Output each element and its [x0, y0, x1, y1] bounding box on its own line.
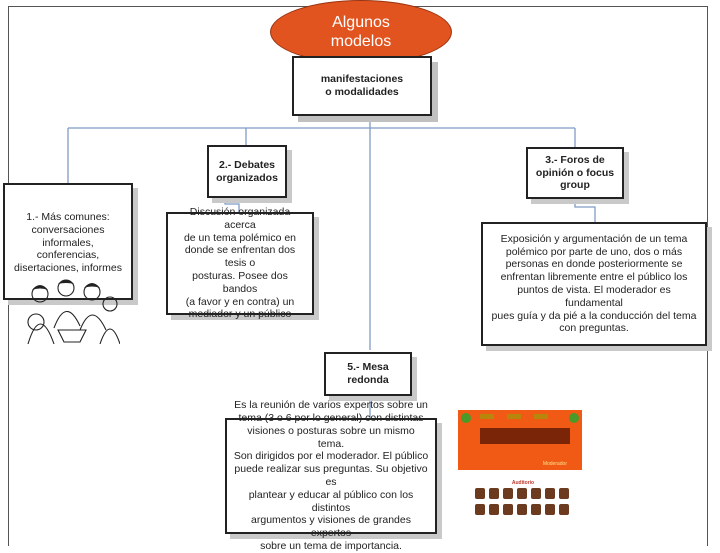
- connector-lines: [67, 118, 596, 418]
- round-table-illustration: Moderador Auditorio: [458, 410, 582, 515]
- debates-desc-node: Discusión organizada acerca de un tema p…: [166, 206, 314, 320]
- foros-title-label: 3.- Foros de opinión o focus group: [535, 153, 615, 192]
- person-head-4: [102, 296, 118, 312]
- moderador-label: Moderador: [543, 461, 568, 467]
- person-hair-1: [32, 285, 48, 290]
- person-body-2: [53, 310, 81, 329]
- mesa-desc-node: Es la reunión de varios expertos sobre u…: [225, 399, 437, 552]
- person-body-1: [27, 323, 55, 345]
- person-body-4: [99, 328, 120, 345]
- auditorio-label: Auditorio: [512, 480, 534, 486]
- foros-desc-label: Exposición y argumentación de un tema po…: [491, 232, 697, 335]
- panel-table: [480, 428, 570, 444]
- decoration-left-icon: [461, 413, 471, 423]
- root-node: manifestaciones o modalidades: [292, 56, 432, 116]
- debates-desc-label: Discusión organizada acerca de un tema p…: [183, 205, 297, 321]
- decoration-right-icon: [569, 413, 579, 423]
- title-oval: Algunos modelos: [270, 0, 452, 64]
- title-text: Algunos modelos: [330, 13, 392, 50]
- connector-foros-desc: [574, 197, 596, 225]
- person-body-3: [79, 314, 107, 331]
- comunes-label: 1.- Más comunes: conversaciones informal…: [14, 211, 122, 275]
- people-conversation-illustration: [27, 279, 120, 345]
- root-node-label: manifestaciones o modalidades: [320, 73, 404, 98]
- mesa-desc-label: Es la reunión de varios expertos sobre u…: [233, 399, 429, 552]
- comunes-node: 1.- Más comunes: conversaciones informal…: [3, 183, 133, 300]
- mesa-title-label: 5.- Mesa redonda: [347, 361, 389, 386]
- table-shape: [57, 329, 87, 343]
- foros-desc-node: Exposición y argumentación de un tema po…: [481, 222, 707, 346]
- person-hair-3: [84, 283, 100, 288]
- person-head-5: [27, 313, 45, 331]
- connector-debates-desc: [224, 198, 240, 212]
- panel-seat: [534, 414, 548, 419]
- debates-title-node: 2.- Debates organizados: [207, 145, 287, 198]
- foros-title-node: 3.- Foros de opinión o focus group: [526, 147, 624, 199]
- debates-title-label: 2.- Debates organizados: [216, 158, 278, 184]
- panel-seat: [507, 414, 521, 419]
- audience-seats: [475, 488, 569, 515]
- panel-seat: [480, 414, 494, 419]
- mesa-title-node: 5.- Mesa redonda: [324, 352, 412, 396]
- person-hair-2: [58, 280, 74, 284]
